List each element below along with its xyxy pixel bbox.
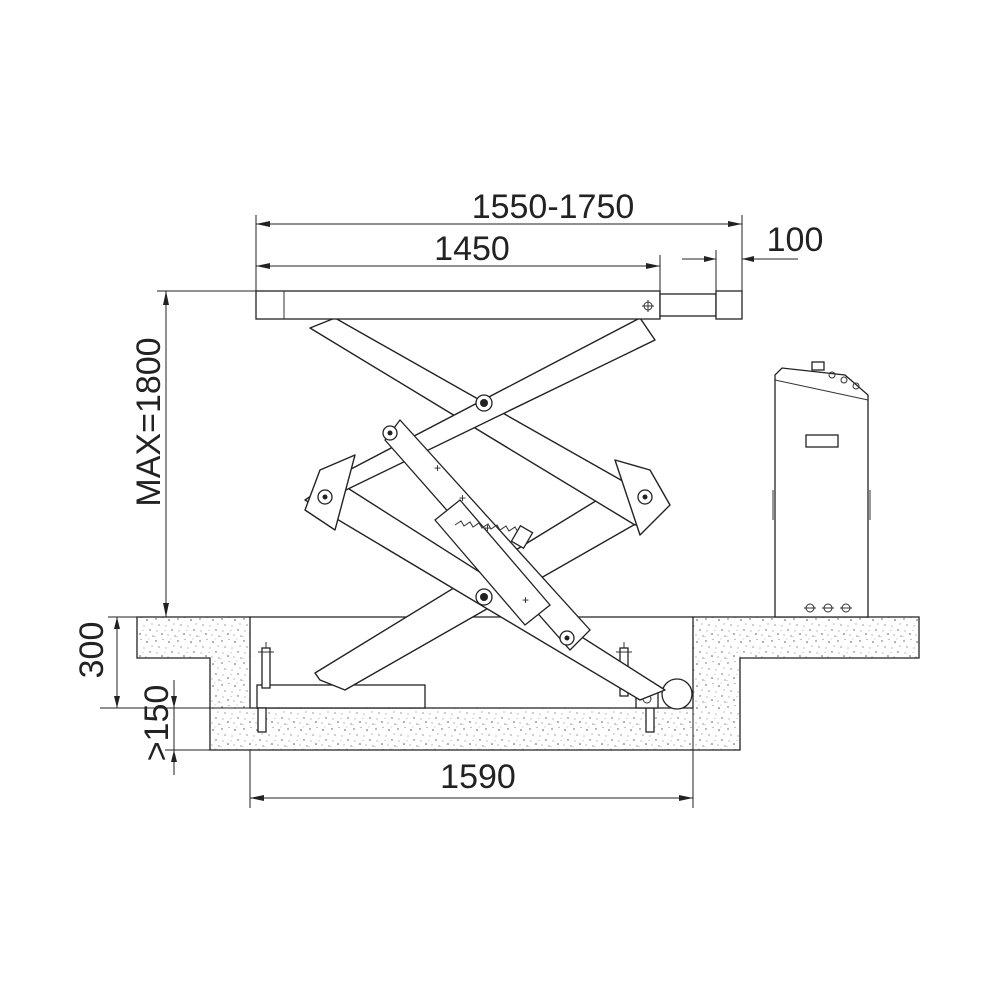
hydraulic-cylinder [384, 418, 591, 651]
dim-overall-length: 1550-1750 [255, 188, 743, 291]
anchor-bolt-left [257, 642, 274, 733]
dim-label-pit-length: 1590 [440, 758, 516, 796]
dim-max-height: MAX=1800 [130, 290, 256, 618]
dim-label-extension: 100 [767, 221, 824, 259]
concrete-foundation [136, 616, 920, 751]
platform-extension [659, 293, 717, 317]
dim-platform-length: 1450 [256, 230, 661, 294]
pivot-pins: + + + + [317, 394, 653, 646]
left-slab [136, 616, 920, 751]
extension-end-plate [715, 290, 743, 320]
dim-label-platform-length: 1450 [434, 230, 510, 268]
dim-base-thickness: >150 [138, 680, 210, 775]
dim-label-overall-length: 1550-1750 [472, 188, 635, 226]
svg-text:+: + [484, 521, 491, 535]
svg-text:+: + [434, 461, 441, 475]
svg-text:+: + [522, 593, 529, 607]
dim-extension: 100 [682, 221, 823, 294]
platform [255, 290, 743, 320]
control-cabinet [772, 361, 871, 618]
cabinet-handle [805, 434, 839, 448]
dim-label-max-height: MAX=1800 [130, 337, 168, 506]
dim-label-pit-depth: 300 [73, 622, 111, 679]
dim-pit-depth: 300 [73, 616, 257, 709]
svg-text:+: + [459, 491, 466, 505]
dim-label-base-thickness: >150 [138, 685, 176, 762]
platform-deck [255, 290, 661, 320]
dim-pit-length: 1590 [249, 708, 694, 808]
roller-wheel [661, 678, 693, 710]
